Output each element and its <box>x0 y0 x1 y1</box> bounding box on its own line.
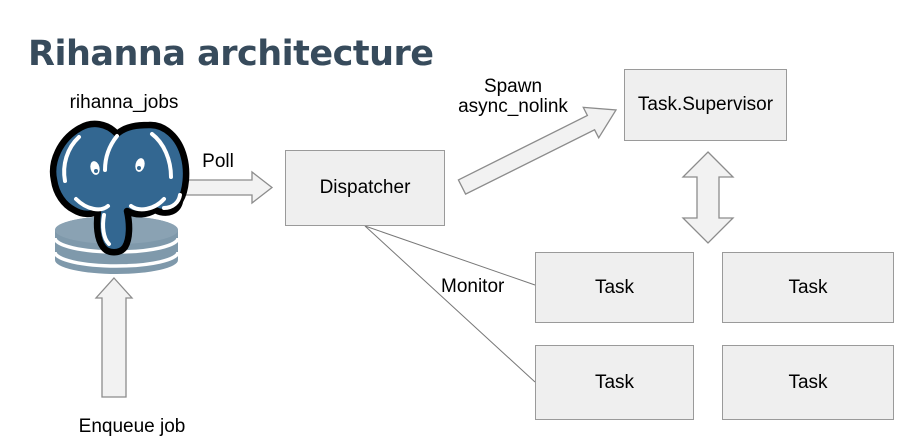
database-label: rihanna_jobs <box>69 92 179 113</box>
monitor-line-bottom <box>364 225 536 383</box>
enqueue-edge-label: Enqueue job <box>78 416 186 437</box>
poll-edge-label: Poll <box>202 151 234 172</box>
node-dispatcher: Dispatcher <box>285 150 445 226</box>
postgresql-elephant-icon <box>45 112 190 280</box>
spawn-edge-label-line2: async_nolink <box>458 96 568 117</box>
supervisor-tasks-double-arrow <box>681 151 735 244</box>
monitor-line-top <box>364 225 536 286</box>
node-task-bottom-right: Task <box>722 345 894 420</box>
node-task-supervisor: Task.Supervisor <box>624 69 787 141</box>
node-task-label: Task <box>594 371 635 393</box>
node-task-label: Task <box>788 371 828 393</box>
node-task-label: Task <box>788 276 828 298</box>
node-task-top-right: Task <box>722 252 894 323</box>
node-task-top-left: Task <box>535 252 694 323</box>
monitor-edge-label: Monitor <box>441 276 505 297</box>
page-title: Rihanna architecture <box>28 34 434 74</box>
spawn-edge-label-line1: Spawn <box>483 76 543 97</box>
node-task-bottom-left: Task <box>535 345 694 420</box>
node-dispatcher-label: Dispatcher <box>319 177 411 198</box>
node-task-label: Task <box>594 276 635 298</box>
elephant-head-icon <box>49 120 190 256</box>
spawn-arrow <box>457 106 618 195</box>
enqueue-arrow <box>94 277 134 398</box>
poll-arrow <box>183 170 274 205</box>
node-task-supervisor-label: Task.Supervisor <box>637 94 774 115</box>
elephant-eyes <box>90 158 145 175</box>
spawn-edge-label: Spawn async_nolink <box>433 77 593 117</box>
